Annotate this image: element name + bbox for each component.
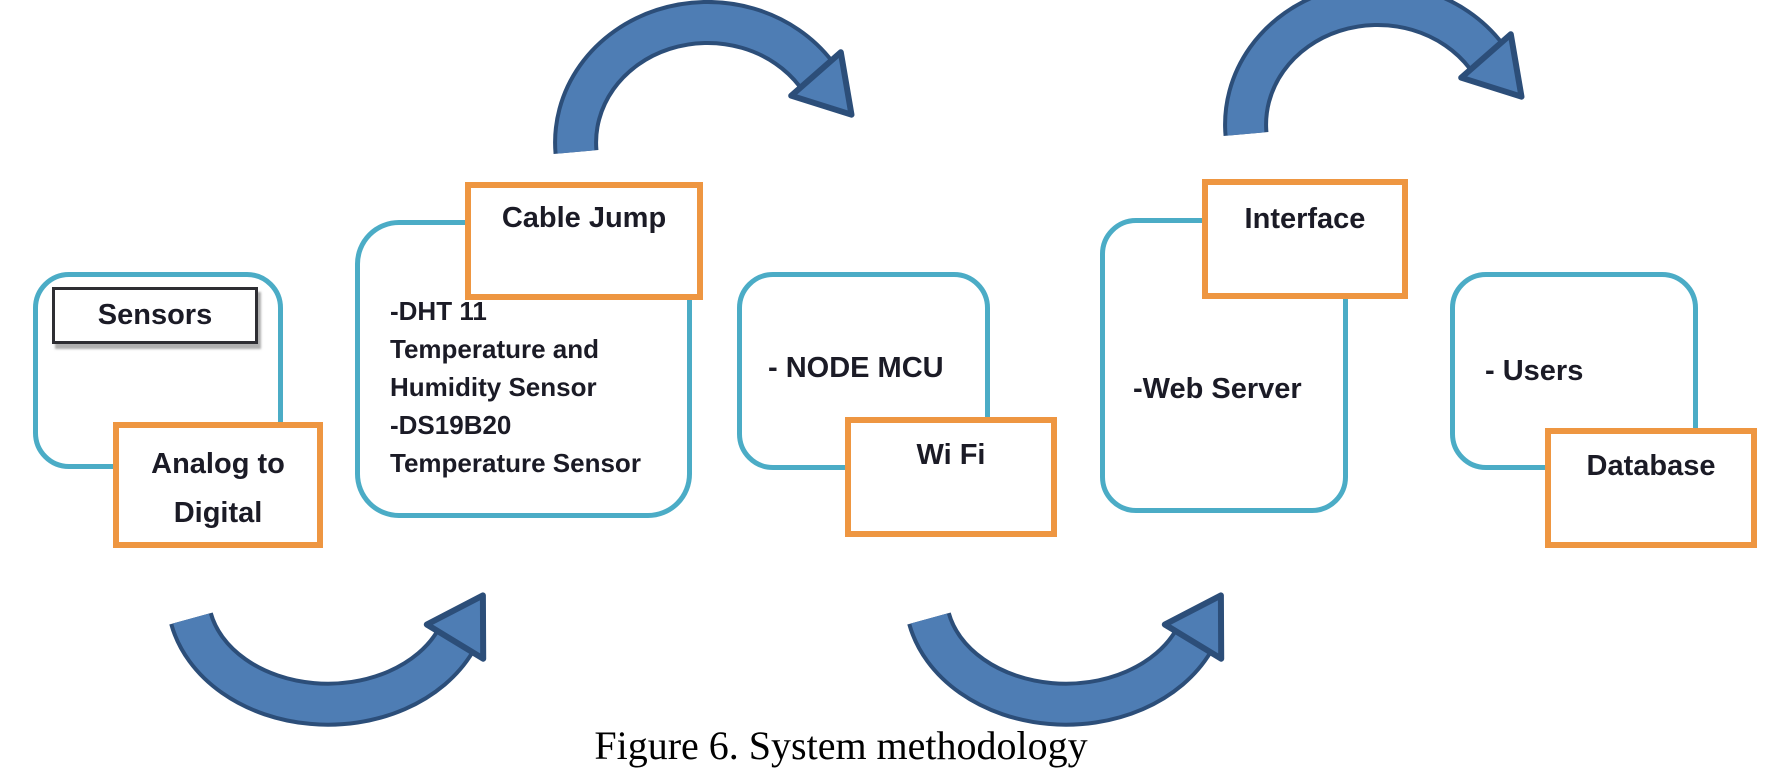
wifi-tag: Wi Fi	[845, 417, 1057, 537]
wifi-label: Wi Fi	[916, 439, 986, 471]
analog-to-digital-line1: Analog to	[151, 448, 285, 480]
users-label: - Users	[1485, 355, 1584, 387]
arrow-head	[1161, 592, 1225, 662]
interface-tag: Interface	[1202, 179, 1408, 299]
sensor-line-temp-sensor: Temperature Sensor	[390, 448, 641, 478]
database-tag: Database	[1545, 428, 1757, 548]
analog-to-digital-line2: Digital	[173, 497, 263, 529]
curved-arrow-top-sensors-to-nodemcu	[553, 0, 855, 154]
sensors-box: Sensors	[52, 287, 258, 344]
sensor-line-ds19b20: -DS19B20	[390, 410, 512, 440]
arrow-head	[1458, 31, 1525, 100]
cable-jump-label: Cable Jump	[501, 202, 667, 234]
analog-to-digital-tag: Analog to Digital	[113, 422, 323, 548]
webserver-label: -Web Server	[1133, 373, 1302, 405]
nodemcu-label: - NODE MCU	[768, 352, 944, 384]
sensors-label: Sensors	[97, 299, 213, 331]
curved-arrow-bottom-wifi-to-webserver	[907, 592, 1225, 727]
cable-jump-tag: Cable Jump	[465, 182, 703, 300]
sensor-line-humidity: Humidity Sensor	[390, 372, 597, 402]
curved-arrow-top-webserver-to-users	[1223, 0, 1525, 136]
figure-caption: Figure 6. System methodology	[594, 723, 1088, 768]
arrow-band	[911, 613, 1209, 723]
arrow-band	[1227, 0, 1501, 136]
curved-arrow-bottom-analog-to-cablejump	[169, 592, 487, 727]
sensor-line-dht11: -DHT 11	[390, 296, 487, 326]
arrow-head	[788, 49, 855, 118]
database-label: Database	[1586, 450, 1716, 482]
arrow-band	[173, 613, 471, 723]
sensor-types-text: -DHT 11 Temperature and Humidity Sensor …	[390, 292, 641, 482]
sensor-line-temp-and: Temperature and	[390, 334, 600, 364]
arrow-head	[423, 592, 487, 662]
interface-label: Interface	[1244, 203, 1366, 235]
arrow-band	[557, 3, 831, 154]
